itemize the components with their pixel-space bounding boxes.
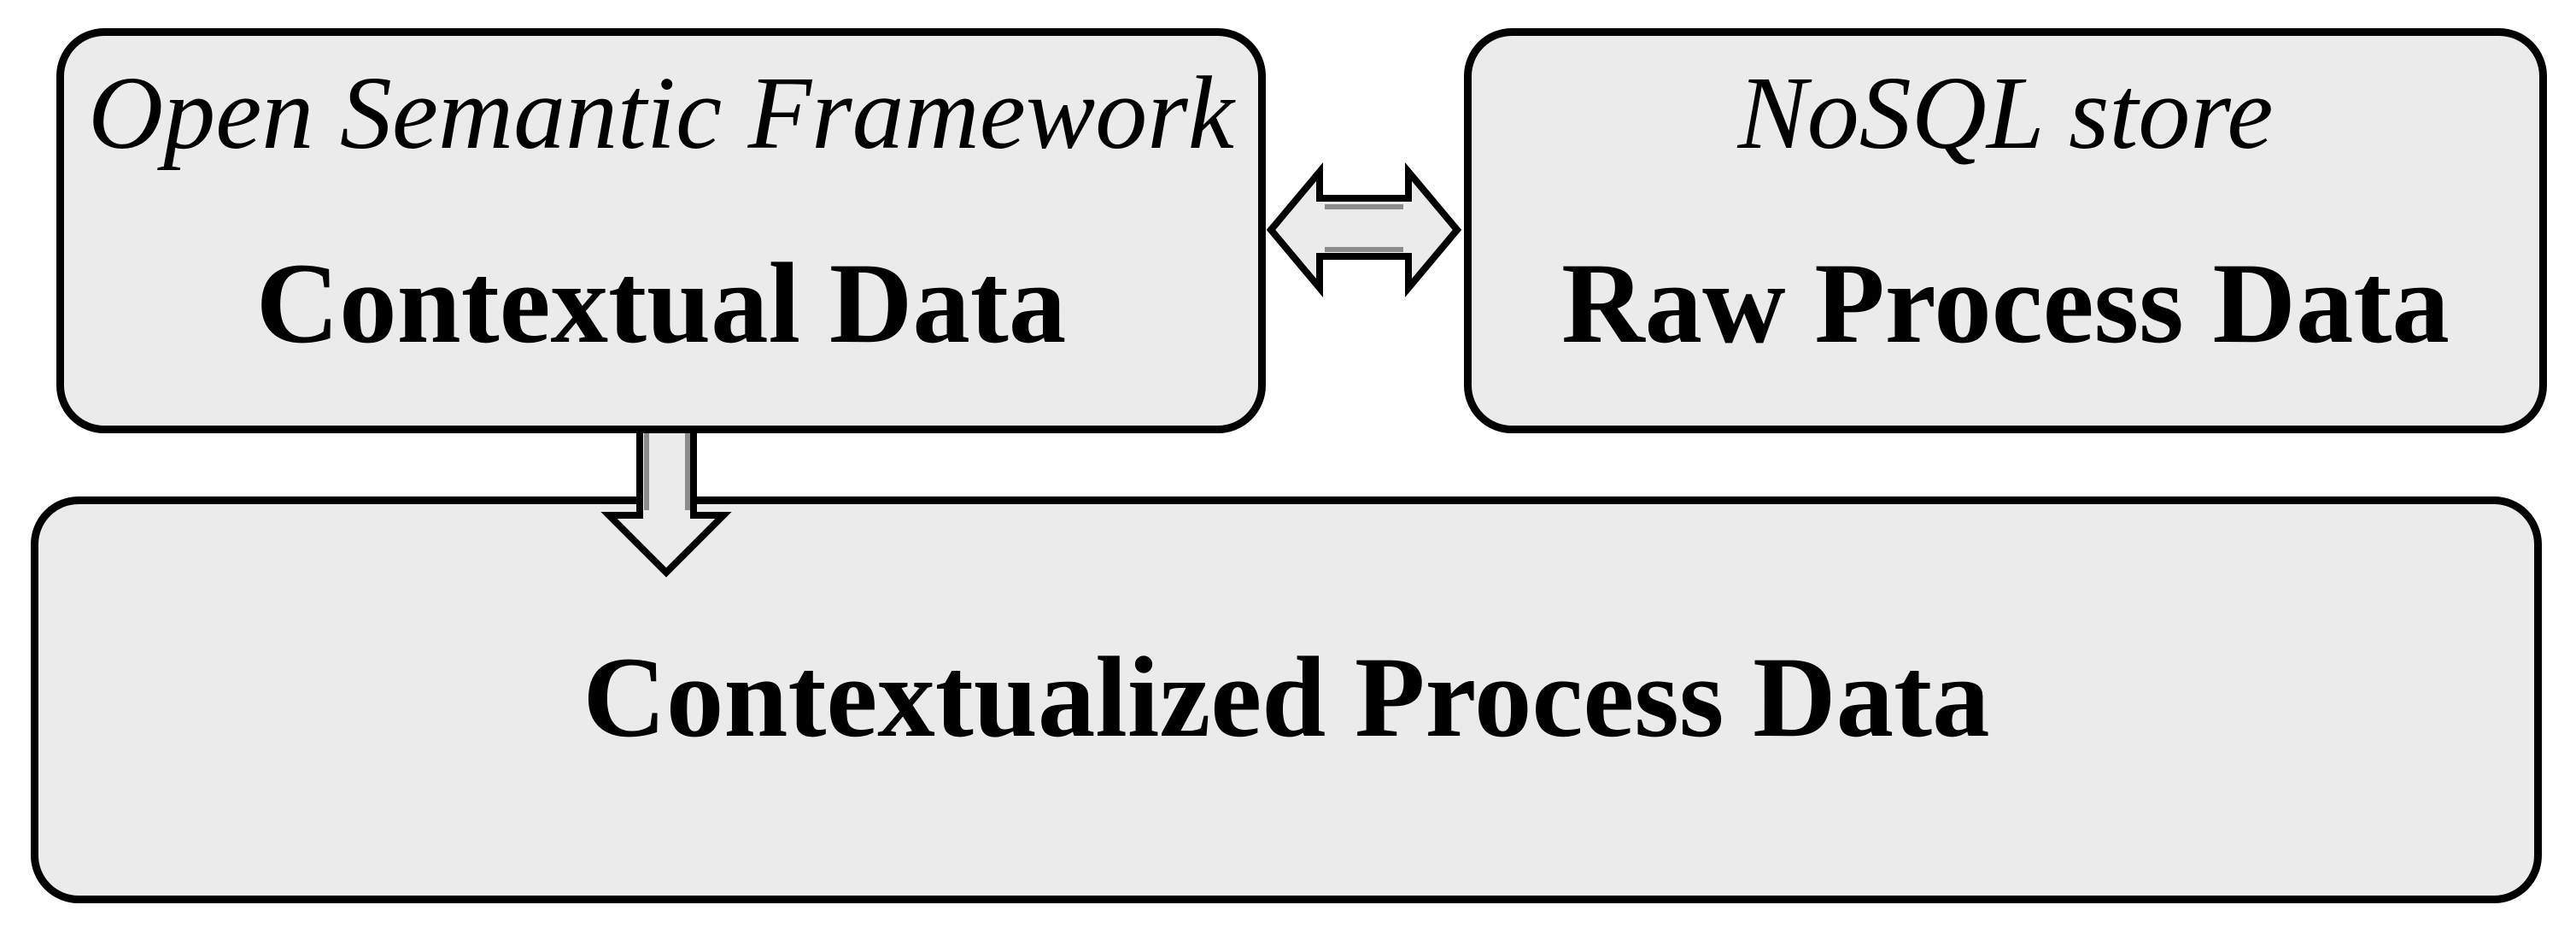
box-title: Raw Process Data xyxy=(1561,240,2450,367)
box-contextual-data: Open Semantic Framework Contextual Data xyxy=(56,28,1266,433)
box-title: Contextualized Process Data xyxy=(583,634,1990,761)
box-subtitle: Open Semantic Framework xyxy=(88,56,1234,171)
box-title: Contextual Data xyxy=(255,240,1067,367)
box-raw-process-data: NoSQL store Raw Process Data xyxy=(1464,28,2547,433)
box-contextualized-process-data: Contextualized Process Data xyxy=(31,496,2542,903)
bidirectional-arrow-icon xyxy=(1266,162,1462,297)
box-subtitle: NoSQL store xyxy=(1737,56,2274,171)
down-arrow-icon xyxy=(600,424,732,578)
